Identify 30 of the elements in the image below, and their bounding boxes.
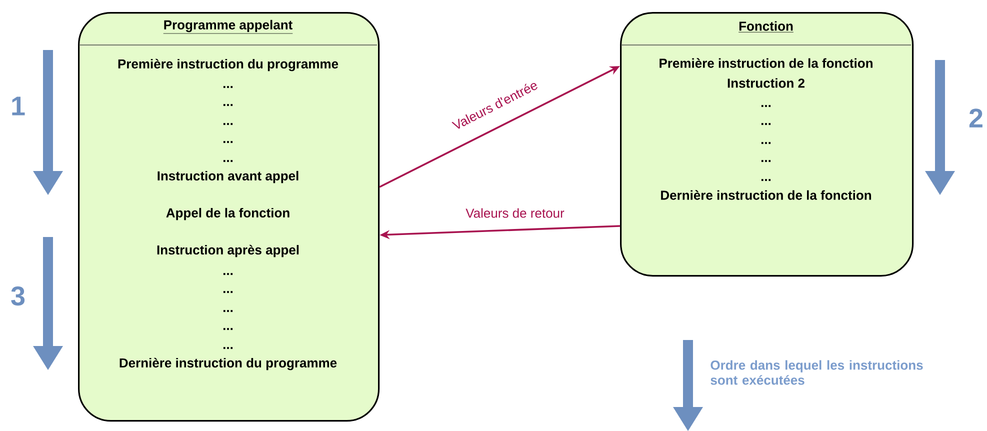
instruction-text: ... (761, 105, 771, 107)
instruction-text: ... (761, 160, 771, 162)
instruction-text: ... (223, 160, 233, 162)
instruction-text: ... (761, 123, 771, 125)
instruction-text: ... (761, 179, 771, 181)
step-number: 2 (969, 108, 982, 128)
instruction-text: Dernière instruction du programme (120, 358, 337, 370)
box-heading: Fonction (738, 21, 794, 32)
instruction-text: ... (223, 86, 233, 88)
instruction-text: ... (223, 291, 233, 293)
box-heading: Programme appelant (163, 20, 293, 34)
instruction-text: ... (223, 273, 233, 275)
step-number: 1 (12, 96, 25, 116)
instruction-text: ... (761, 142, 771, 144)
instruction-text: ... (223, 123, 233, 125)
instruction-text: Instruction après appel (157, 244, 299, 258)
instruction-text: Appel de la fonction (166, 208, 290, 220)
instruction-text: ... (223, 310, 233, 312)
instruction-text: Dernière instruction de la fonction (661, 190, 872, 200)
edge-label: Valeurs de retour (466, 208, 564, 218)
legend-text: Ordre dans lequel les instructions sont exécutées (710, 360, 923, 385)
instruction-text: Instruction avant appel (158, 170, 298, 184)
instruction-text: Instruction 2 (728, 78, 804, 88)
step-number: 3 (11, 286, 25, 306)
instruction-text: ... (223, 328, 233, 330)
instruction-text: ... (223, 347, 233, 349)
instruction-text: ... (223, 104, 233, 106)
instruction-text: ... (223, 141, 233, 143)
instruction-text: Première instruction du programme (118, 58, 338, 72)
instruction-text: Première instruction de la fonction (660, 58, 872, 68)
